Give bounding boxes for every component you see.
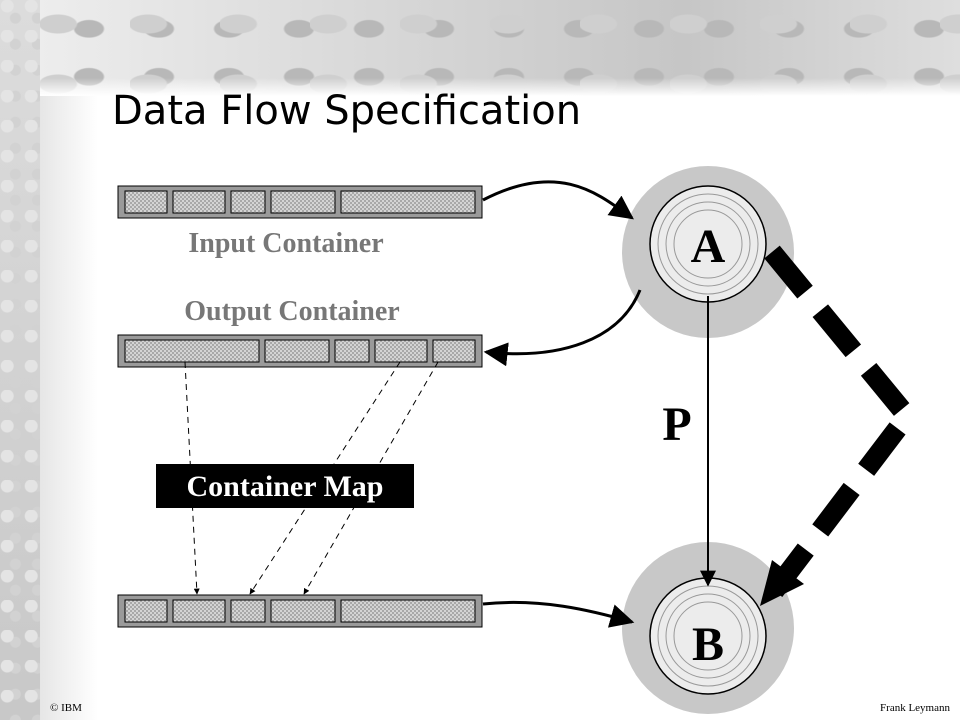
map-line — [184, 361, 200, 595]
output-container-field — [264, 339, 330, 363]
decorative-left-band — [0, 0, 40, 720]
target-container-field — [124, 599, 168, 623]
map-line — [249, 361, 401, 595]
input-container — [117, 185, 483, 219]
container-map-box — [156, 464, 414, 508]
node-a-label: A — [691, 220, 726, 273]
a-to-output-arrow — [483, 289, 642, 367]
input-container-field — [270, 190, 336, 214]
output-container — [117, 334, 483, 368]
decorative-body-band — [40, 96, 98, 720]
footer-author: Frank Leymann — [880, 702, 950, 714]
target-container-field — [340, 599, 476, 623]
output-container-field — [334, 339, 370, 363]
input-container-field — [230, 190, 266, 214]
input-container-field — [124, 190, 168, 214]
footer-copyright: © IBM — [50, 702, 82, 714]
node-b: B — [622, 542, 794, 714]
data-connector-dashed — [764, 245, 920, 601]
edge-label-p: P — [662, 398, 691, 451]
output-container-field — [432, 339, 476, 363]
target-container-field — [230, 599, 266, 623]
input-container-field — [340, 190, 476, 214]
target-to-b-arrow — [482, 600, 635, 628]
input-to-a-arrow — [482, 180, 634, 220]
output-container-label: Output Container — [184, 296, 399, 327]
data-connector-arrowhead — [760, 560, 804, 606]
input-container-label: Input Container — [188, 228, 383, 259]
target-input-container — [117, 594, 483, 628]
input-container-field — [172, 190, 226, 214]
output-container-field — [374, 339, 428, 363]
node-b-label: B — [692, 618, 724, 671]
decorative-top-band — [40, 0, 960, 96]
slide-title: Data Flow Specification — [112, 88, 582, 134]
output-container-field — [124, 339, 260, 363]
container-map-label: Container Map — [187, 470, 384, 503]
node-a: A — [622, 166, 794, 338]
target-container-field — [172, 599, 226, 623]
target-container-field — [270, 599, 336, 623]
